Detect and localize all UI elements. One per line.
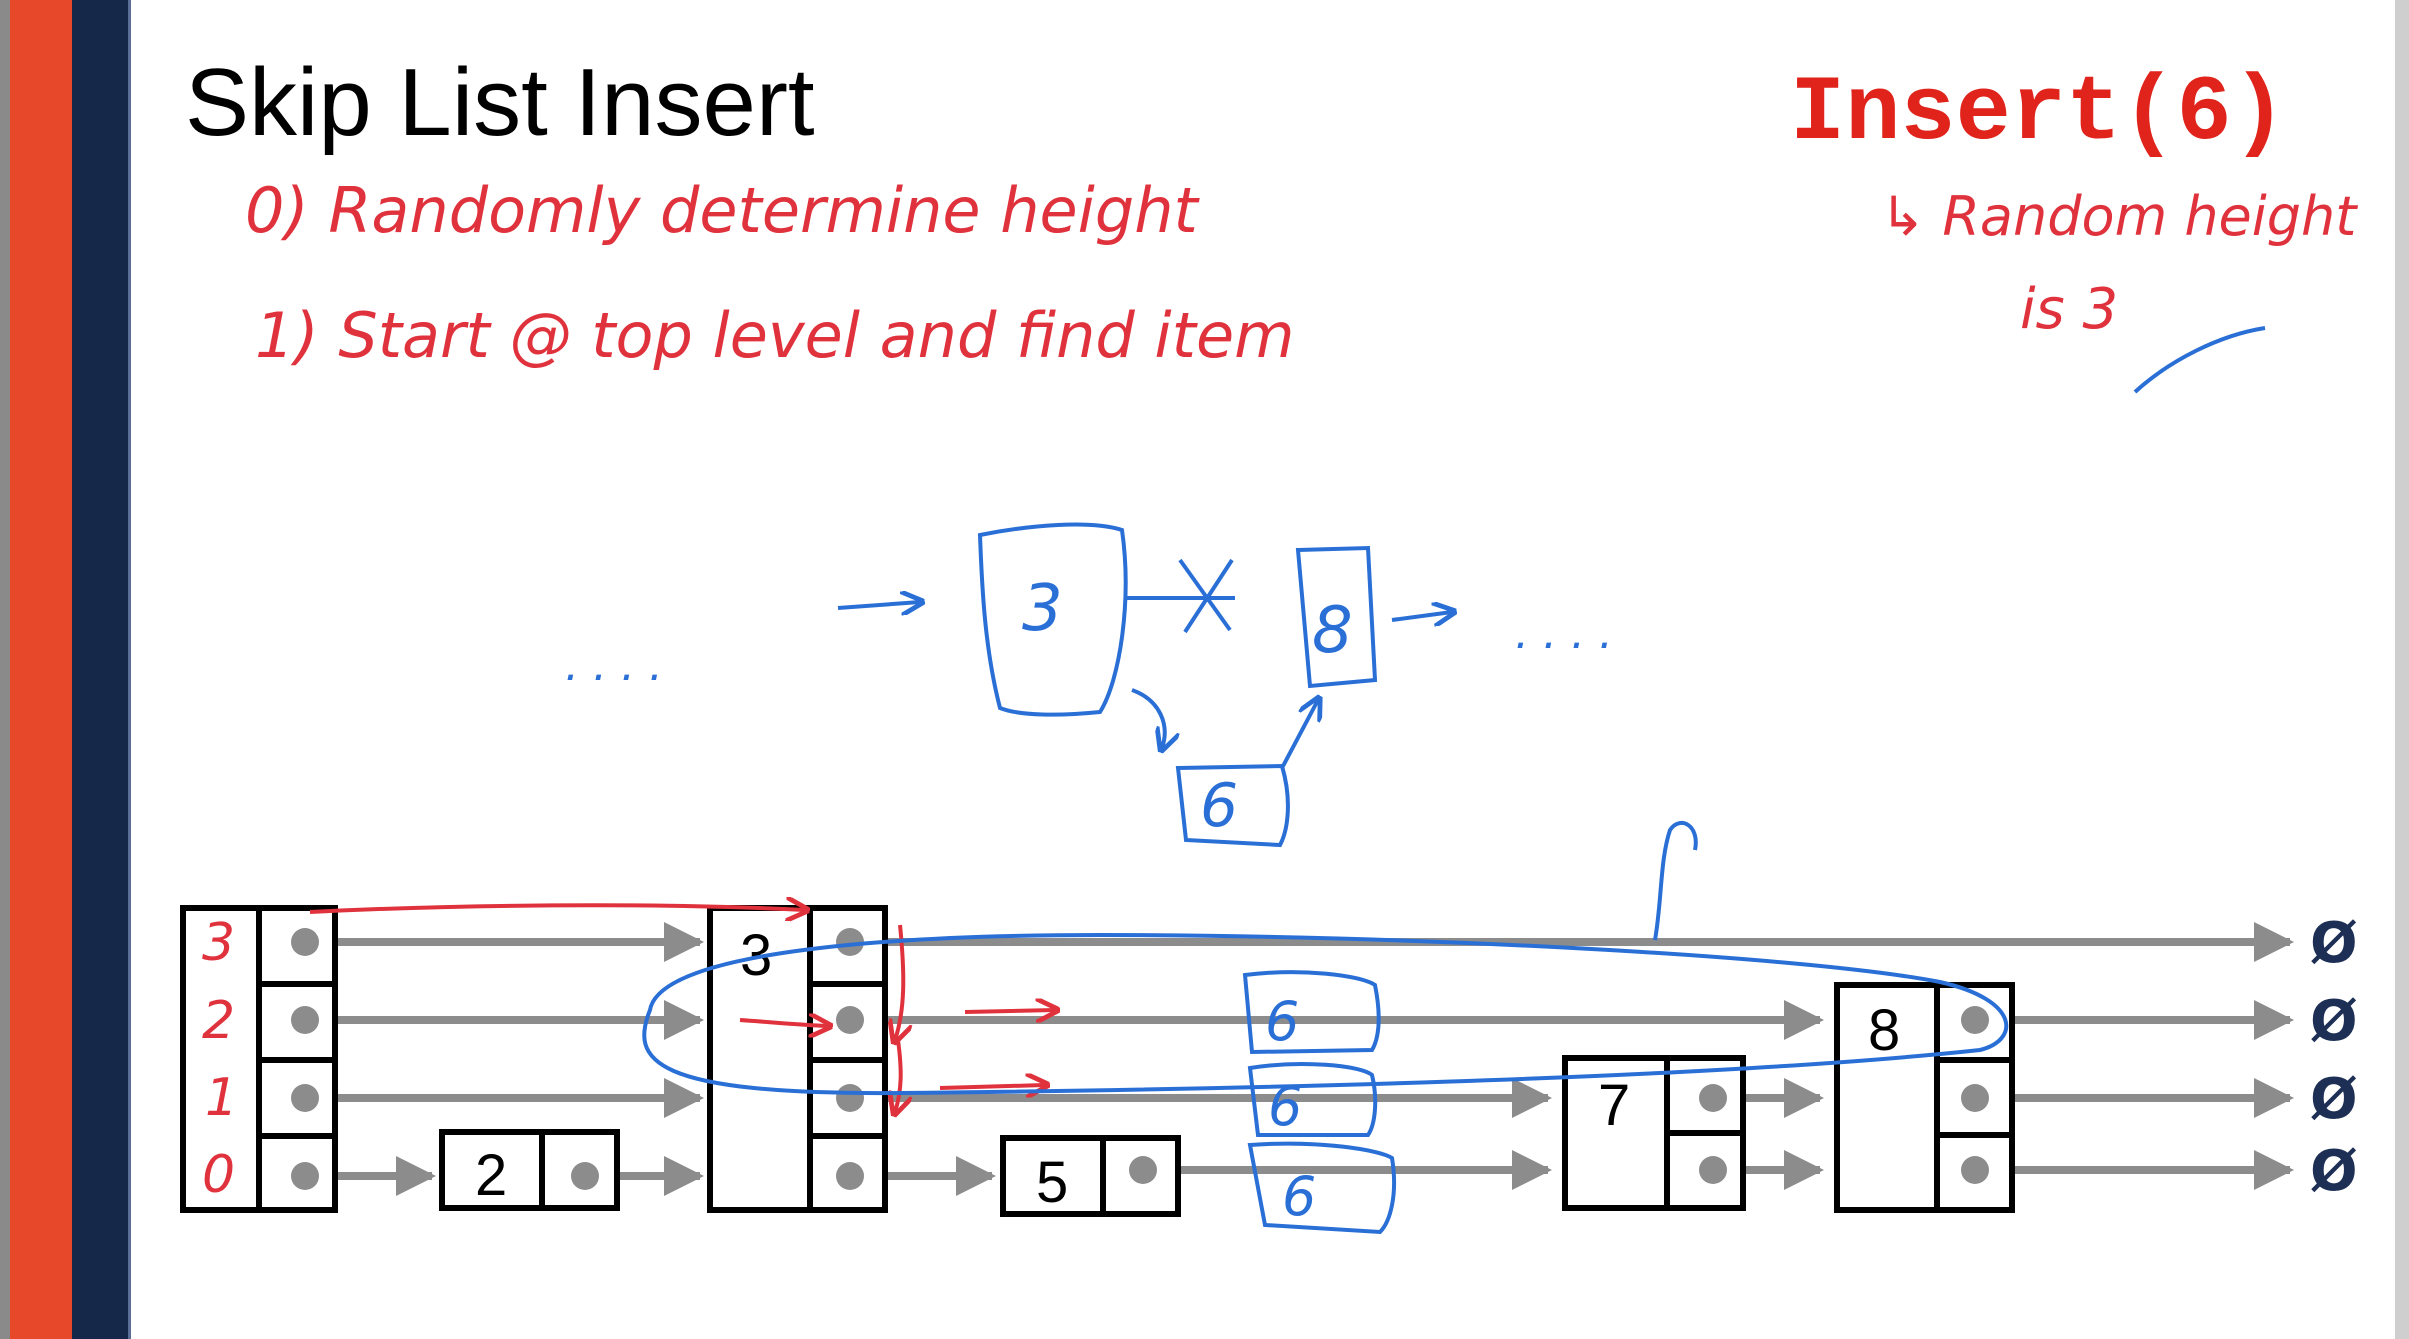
blue-underline-stroke [2133,326,2266,394]
blue-circled-pointers [642,932,2009,1096]
node-3 [707,905,888,1213]
sketch-arrow-in [837,602,920,608]
sketch-arrow-down [1131,688,1165,748]
node-5-key: 5 [1036,1150,1068,1215]
level-number-0: 0 [202,1145,235,1205]
sketch-node-3-label: 3 [1022,572,1063,646]
new-node-copy-level-2: 6 [1265,990,1299,1053]
pointer-arrows [308,922,2294,1196]
sketch-node-8-box [1295,545,1378,689]
sketch-arrow-up [1280,700,1318,769]
node-7 [1562,1055,1746,1211]
handwritten-note-random-height: ↳ Random height [1880,185,2357,248]
sketch-node-8-label: 8 [1312,594,1353,668]
sidebar-navy-strip [72,0,128,1339]
node-7-key: 7 [1598,1073,1630,1138]
node-2-key: 2 [475,1143,507,1208]
null-terminator-level-1: Ø [2310,1067,2358,1132]
level-number-2: 2 [202,991,235,1051]
sketch-arrow-out [1391,612,1452,620]
sketch-node-6-label: 6 [1200,771,1238,841]
sidebar-gray-strip [0,0,10,1339]
red-traversal-path [309,905,1055,1112]
node-8-key: 8 [1868,998,1900,1063]
slide-right-edge [2395,0,2409,1339]
sketch-cross-out-icon [1178,558,1234,634]
level-number-1: 1 [205,1068,238,1128]
slide-title: Skip List Insert [185,49,815,156]
level-number-3: 3 [202,913,235,973]
sketch-node-6-box [1175,763,1290,848]
sketch-node-3-box [977,522,1128,717]
null-terminator-level-0: Ø [2310,1139,2358,1204]
sidebar-accent-line [128,0,131,1339]
null-terminator-level-3: Ø [2310,911,2358,976]
handwritten-step-0: 0) Randomly determine height [245,174,1198,247]
new-node-copy-level-0: 6 [1282,1165,1316,1228]
blue-new-node-boxes [1242,970,1397,1235]
sketch-dots-left: . . . . [565,640,663,691]
operation-label: Insert(6) [1790,61,2287,166]
sidebar-orange-strip [10,0,72,1339]
null-terminator-level-2: Ø [2310,989,2358,1054]
sketch-dots-right: . . . . [1515,608,1613,659]
blue-up-arrow-stroke [1653,820,1698,941]
handwritten-step-1: 1) Start @ top level and find item [255,299,1295,372]
head-node [180,905,338,1213]
handwritten-note-height-value: is 3 [2020,277,2119,342]
